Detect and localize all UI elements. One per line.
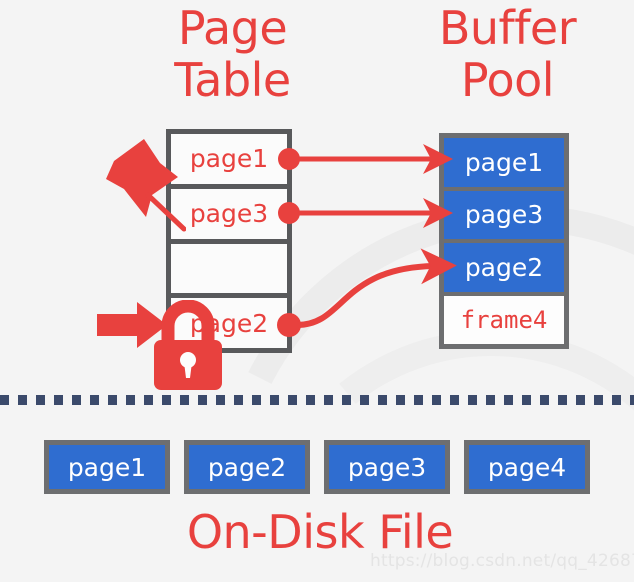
pushpin-icon xyxy=(106,139,186,232)
watermark-text: https://blog.csdn.net/qq_42687089 xyxy=(370,551,634,571)
disk-page-label: page4 xyxy=(487,452,567,482)
dotted-divider xyxy=(0,395,634,405)
page-table-row[interactable]: page1 xyxy=(171,134,287,189)
page-table-entry-label: page3 xyxy=(189,199,269,229)
buffer-frame[interactable]: page1 xyxy=(444,138,564,191)
disk-page-label: page1 xyxy=(67,452,147,482)
buffer-frame[interactable]: page3 xyxy=(444,190,564,243)
connector-page2-curved xyxy=(296,248,457,328)
disk-page-label: page2 xyxy=(207,452,287,482)
page-table-title: Page Table xyxy=(174,1,291,107)
disk-page-box[interactable]: page2 xyxy=(184,440,310,494)
page-table: page1 page3 page2 xyxy=(166,129,292,353)
page-table-row[interactable]: page3 xyxy=(171,189,287,244)
page-table-entry-label: page1 xyxy=(189,144,269,174)
right-arrow-icon xyxy=(97,302,167,348)
buffer-pool: page1 page3 page2 frame4 xyxy=(439,133,569,349)
buffer-frame-label: page1 xyxy=(464,147,544,177)
page-table-row-empty[interactable] xyxy=(171,244,287,299)
disk-page-box[interactable]: page3 xyxy=(324,440,450,494)
buffer-frame-empty[interactable]: frame4 xyxy=(444,295,564,344)
on-disk-file-row: page1 page2 page3 page4 xyxy=(44,440,590,494)
buffer-pool-title: Buffer Pool xyxy=(438,1,577,107)
buffer-frame-label: page2 xyxy=(464,252,544,282)
buffer-frame-label: page3 xyxy=(464,200,544,230)
disk-page-box[interactable]: page4 xyxy=(464,440,590,494)
buffer-frame-label: frame4 xyxy=(460,305,548,334)
disk-page-box[interactable]: page1 xyxy=(44,440,170,494)
padlock-icon xyxy=(154,300,222,390)
disk-page-label: page3 xyxy=(347,452,427,482)
on-disk-file-title: On-Disk File xyxy=(186,505,454,559)
buffer-frame[interactable]: page2 xyxy=(444,243,564,296)
